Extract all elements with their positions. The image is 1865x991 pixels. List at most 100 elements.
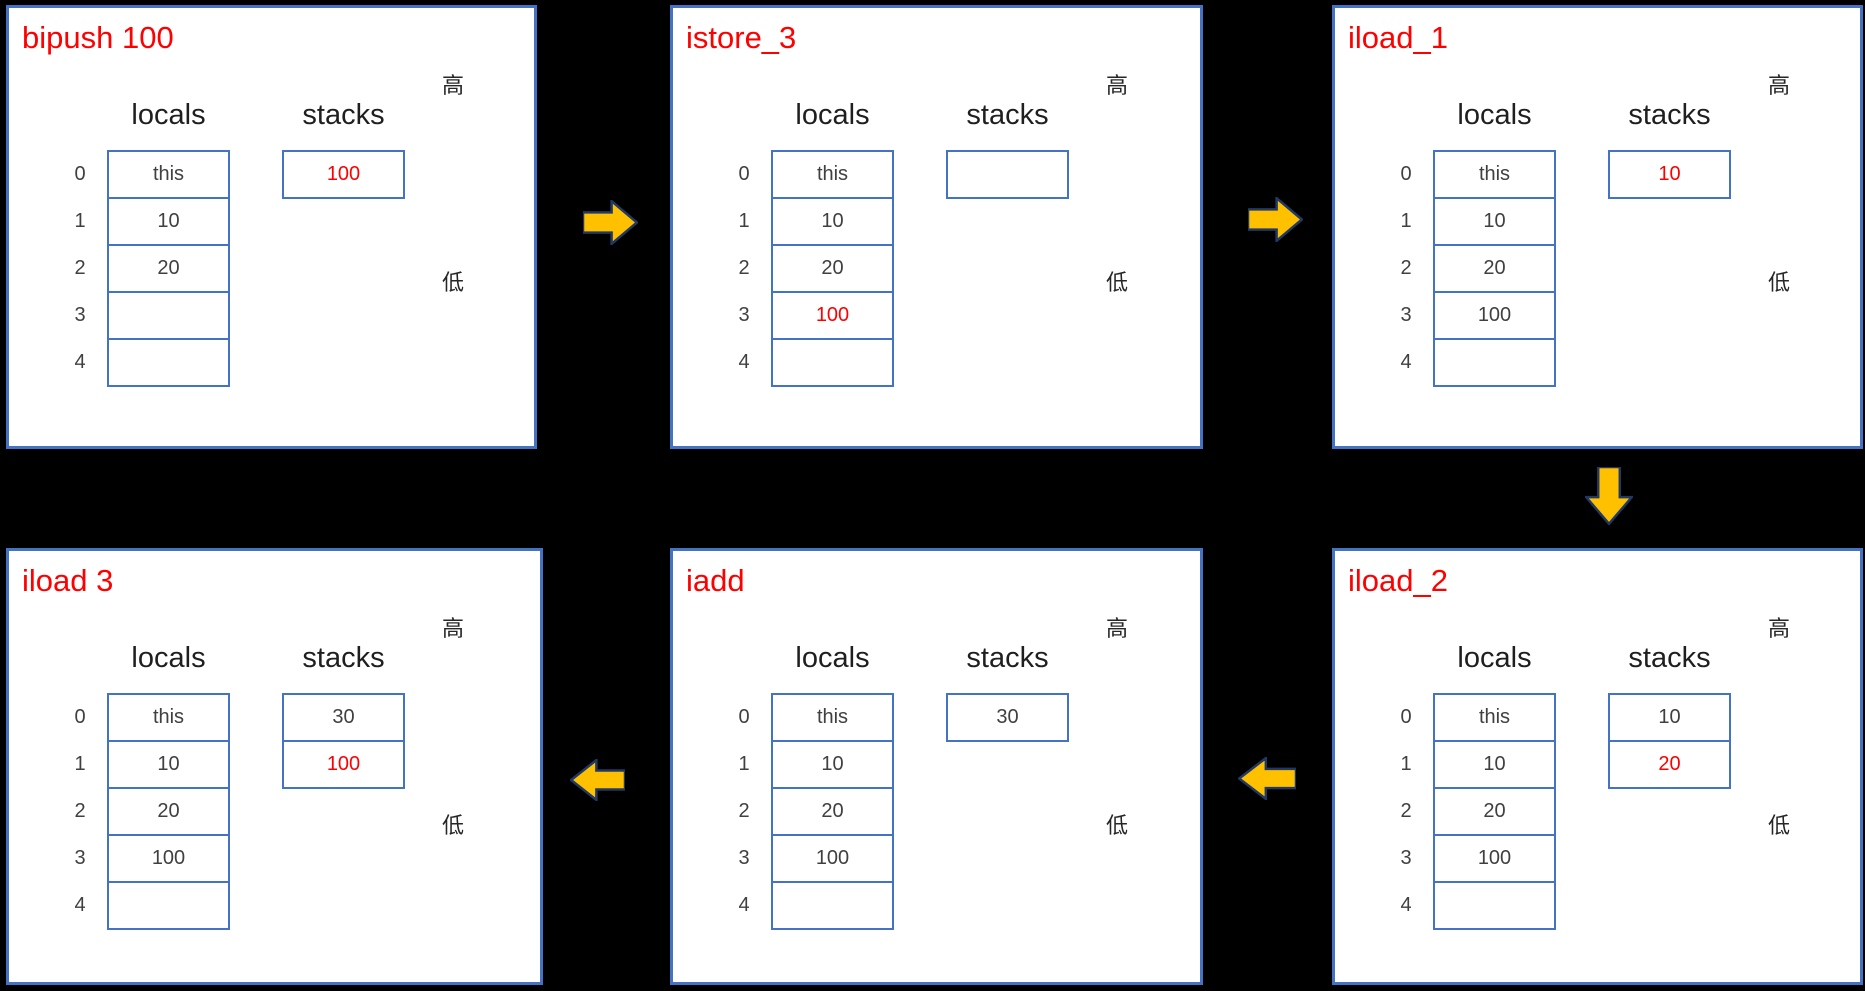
local-slot-index: 1	[738, 753, 750, 775]
local-slot-value: 10	[771, 740, 894, 789]
local-slot-index: 1	[1400, 753, 1412, 775]
local-slot-value: 20	[1433, 244, 1556, 293]
local-slot-index: 2	[74, 800, 86, 822]
local-slot-index: 1	[74, 210, 86, 232]
local-slot-value: this	[107, 693, 230, 742]
high-address-label: 高	[1105, 73, 1128, 98]
stack-slot-value: 100	[282, 150, 405, 199]
local-slot-value: 20	[107, 787, 230, 836]
local-slot-index: 0	[74, 706, 86, 728]
local-slot-value	[771, 338, 894, 387]
local-slot-value: this	[771, 693, 894, 742]
local-slot-value: 20	[107, 244, 230, 293]
local-slot-value	[1433, 338, 1556, 387]
instruction-title: istore_3	[686, 20, 797, 55]
stack-slot-value: 30	[282, 693, 405, 742]
stacks-table: 100	[282, 150, 405, 199]
local-slot-value: 20	[771, 244, 894, 293]
stack-slot-value: 100	[282, 740, 405, 789]
stacks-header: stacks	[1628, 642, 1711, 674]
local-slot-value: 20	[1433, 787, 1556, 836]
locals-header: locals	[1457, 99, 1532, 131]
local-slot-index: 0	[1400, 706, 1412, 728]
local-slot-value: 20	[771, 787, 894, 836]
local-slot-value: this	[1433, 150, 1556, 199]
locals-header: locals	[131, 642, 206, 674]
local-slot-index: 2	[738, 257, 750, 279]
high-address-label: 高	[1105, 616, 1128, 641]
flow-arrow-right-icon	[583, 200, 638, 245]
local-slot-index: 3	[1400, 304, 1412, 326]
stacks-header: stacks	[966, 642, 1049, 674]
local-slot-index: 4	[74, 894, 86, 916]
stacks-header: stacks	[966, 99, 1049, 131]
local-slot-value: 100	[771, 834, 894, 883]
local-slot-index: 1	[1400, 210, 1412, 232]
low-address-label: 低	[1105, 270, 1128, 295]
stack-slot-value: 20	[1608, 740, 1731, 789]
local-slot-value: 100	[107, 834, 230, 883]
local-slot-index: 3	[74, 847, 86, 869]
local-slot-value: 10	[1433, 197, 1556, 246]
stacks-header: stacks	[302, 99, 385, 131]
low-address-label: 低	[1767, 813, 1790, 838]
local-slot-index: 2	[1400, 800, 1412, 822]
flow-arrow-left-icon	[1238, 757, 1296, 800]
stack-slot-value: 10	[1608, 150, 1731, 199]
local-slot-index: 0	[738, 163, 750, 185]
local-slot-value	[1433, 881, 1556, 930]
locals-header: locals	[795, 99, 870, 131]
instruction-title: iload_2	[1348, 563, 1448, 598]
stack-slot-value: 10	[1608, 693, 1731, 742]
local-slot-value	[107, 881, 230, 930]
instruction-title: iload 3	[22, 563, 114, 598]
stacks-table	[946, 150, 1069, 199]
local-slot-value: 10	[107, 740, 230, 789]
local-slot-value: 10	[1433, 740, 1556, 789]
local-slot-index: 3	[738, 847, 750, 869]
local-slot-index: 4	[738, 351, 750, 373]
low-address-label: 低	[1105, 813, 1128, 838]
local-slot-index: 1	[738, 210, 750, 232]
flow-arrow-right-icon	[1248, 197, 1303, 242]
local-slot-value: 100	[771, 291, 894, 340]
high-address-label: 高	[1767, 616, 1790, 641]
locals-header: locals	[131, 99, 206, 131]
local-slot-value	[771, 881, 894, 930]
locals-header: locals	[1457, 642, 1532, 674]
local-slot-value	[107, 338, 230, 387]
local-slot-value: 100	[1433, 834, 1556, 883]
low-address-label: 低	[441, 813, 464, 838]
stacks-table: 10	[1608, 150, 1731, 199]
local-slot-index: 0	[1400, 163, 1412, 185]
high-address-label: 高	[441, 616, 464, 641]
instruction-title: iload_1	[1348, 20, 1448, 55]
stack-slot-value: 30	[946, 693, 1069, 742]
local-slot-index: 4	[738, 894, 750, 916]
instruction-title: iadd	[686, 563, 745, 598]
local-slot-value: 10	[771, 197, 894, 246]
local-slot-value: this	[1433, 693, 1556, 742]
high-address-label: 高	[441, 73, 464, 98]
local-slot-value: this	[107, 150, 230, 199]
stacks-header: stacks	[1628, 99, 1711, 131]
local-slot-value: 10	[107, 197, 230, 246]
low-address-label: 低	[1767, 270, 1790, 295]
local-slot-index: 0	[738, 706, 750, 728]
local-slot-index: 4	[74, 351, 86, 373]
local-slot-index: 1	[74, 753, 86, 775]
local-slot-index: 2	[74, 257, 86, 279]
